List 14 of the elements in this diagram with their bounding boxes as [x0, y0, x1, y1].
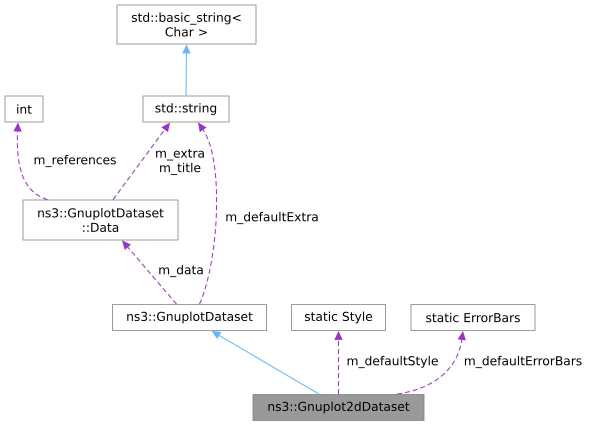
edge-label: m_references [33, 154, 117, 168]
class-box: static Style [291, 304, 386, 331]
class-box: int [4, 96, 44, 122]
class-box: ns3::GnuplotDataset [112, 304, 267, 331]
class-box: static ErrorBars [410, 304, 536, 331]
edge-label: m_data [158, 264, 204, 278]
edge-label: m_defaultErrorBars [463, 355, 583, 369]
class-box: ns3::GnuplotDataset ::Data [22, 200, 178, 240]
edge-label: m_defaultExtra [224, 211, 320, 225]
edge-label: m_extra m_title [152, 148, 208, 176]
edge-label: m_defaultStyle [346, 355, 439, 369]
class-box: std::string [142, 96, 230, 122]
class-box: std::basic_string< Char > [116, 4, 256, 44]
class-box: ns3::Gnuplot2dDataset [252, 394, 424, 421]
